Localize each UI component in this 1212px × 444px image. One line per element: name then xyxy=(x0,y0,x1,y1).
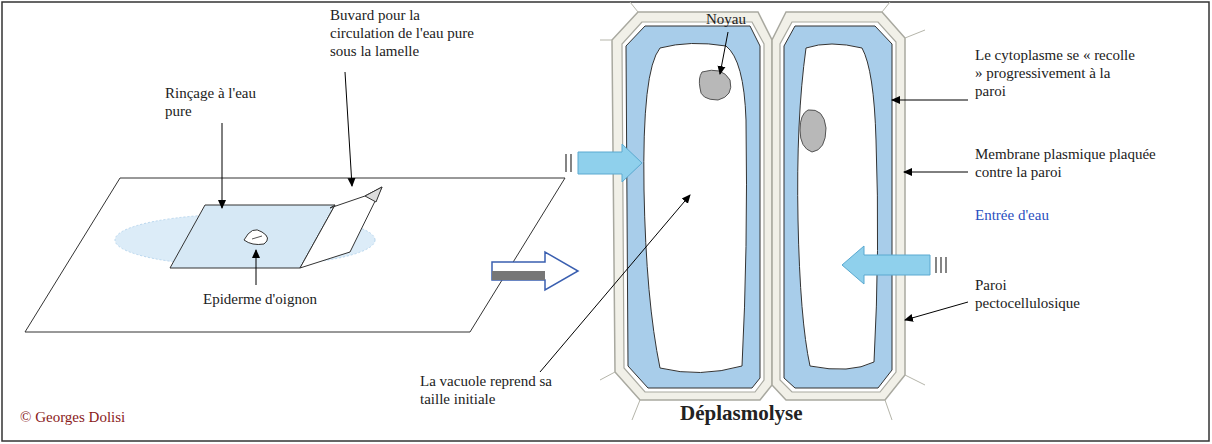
nucleus-label: Noyau xyxy=(706,10,786,28)
blotter-label: Buvard pour la circulation de l'eau pure… xyxy=(330,6,480,60)
wall-label: Paroi pectocellulosique xyxy=(975,276,1115,312)
copyright-label: © Georges Dolisi xyxy=(20,408,220,426)
caption: Déplasmolyse xyxy=(680,404,880,422)
epidermis-label: Epiderme d'oignon xyxy=(203,290,333,308)
cytoplasm-label: Le cytoplasme se « recolle » progressive… xyxy=(975,46,1135,100)
rinse-label: Rinçage à l'eau pure xyxy=(165,84,275,120)
water-entry-label: Entrée d'eau xyxy=(975,206,1115,224)
vacuole-label: La vacuole reprend sa taille initiale xyxy=(420,372,580,408)
membrane-label: Membrane plasmique plaquée contre la par… xyxy=(975,145,1170,181)
